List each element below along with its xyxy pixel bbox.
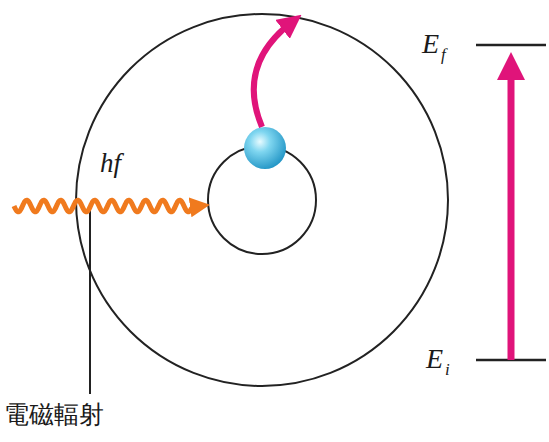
electron (244, 127, 286, 169)
energy-symbol: E (422, 30, 439, 58)
leader-line (89, 206, 91, 394)
energy-arrow (508, 66, 515, 360)
transition-arrow (254, 22, 292, 127)
photon-wave (14, 200, 200, 212)
photon-energy-label: hf (100, 150, 121, 177)
energy-level (476, 44, 546, 47)
radiation-label: 電磁輻射 (4, 402, 104, 427)
energy-subscript: f (441, 46, 446, 63)
energy-subscript: i (445, 361, 450, 378)
energy-symbol: E (426, 345, 443, 373)
